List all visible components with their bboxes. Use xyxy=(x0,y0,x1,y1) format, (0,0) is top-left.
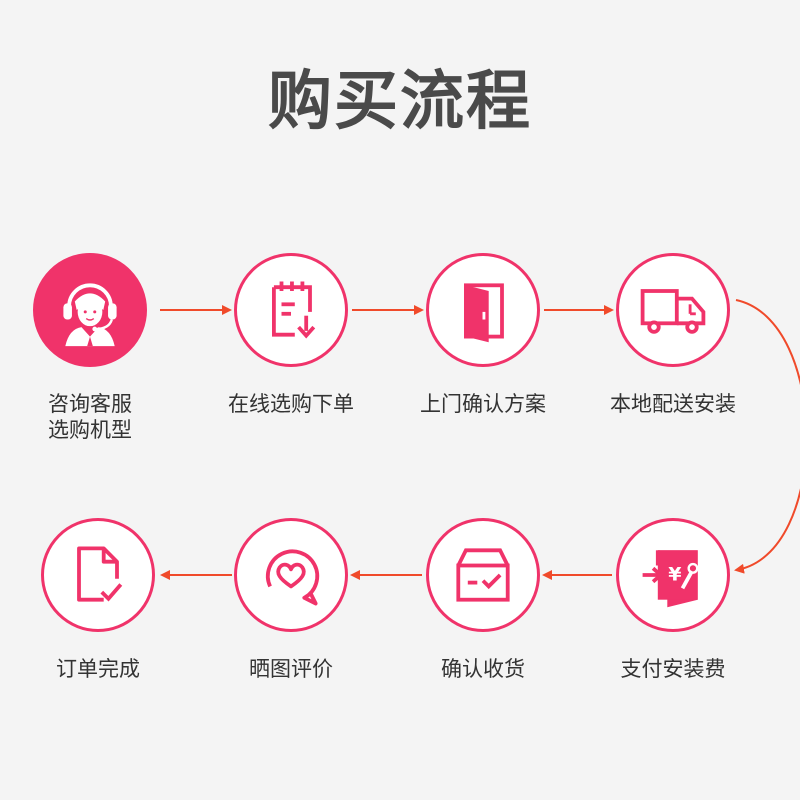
step-label: 订单完成 xyxy=(56,657,140,681)
step-consult: 咨询客服 选购机型 xyxy=(5,253,175,443)
step-circle xyxy=(33,253,147,367)
page-title: 购买流程 xyxy=(268,65,532,139)
step-circle xyxy=(234,518,348,632)
svg-text:¥: ¥ xyxy=(668,564,681,586)
step-label: 支付安装费 xyxy=(620,657,726,681)
payment-wrench-icon: ¥ xyxy=(642,550,699,608)
arrow-4-5 xyxy=(734,299,800,574)
step-receipt: 确认收货 xyxy=(398,518,568,682)
clipboard-download-icon xyxy=(272,281,316,339)
step-label: 确认收货 xyxy=(441,657,525,681)
heart-chat-icon xyxy=(265,549,320,606)
document-check-icon xyxy=(77,546,123,602)
step-label: 本地配送安装 xyxy=(610,392,736,416)
step-circle xyxy=(41,518,155,632)
door-icon xyxy=(464,283,504,343)
box-check-icon xyxy=(456,548,510,602)
step-label: 上门确认方案 xyxy=(420,392,546,416)
step-review: 晒图评价 xyxy=(206,518,376,682)
step-label: 晒图评价 xyxy=(249,657,333,681)
step-label: 咨询客服 选购机型 xyxy=(48,392,132,442)
step-circle xyxy=(426,518,540,632)
step-order: 在线选购下单 xyxy=(206,253,376,417)
step-delivery: 本地配送安装 xyxy=(588,253,758,417)
step-payment: ¥ 支付安装费 xyxy=(588,518,758,682)
step-circle xyxy=(234,253,348,367)
customer-service-icon xyxy=(63,283,117,347)
step-circle xyxy=(616,253,730,367)
step-circle: ¥ xyxy=(616,518,730,632)
step-complete: 订单完成 xyxy=(13,518,183,682)
step-label: 在线选购下单 xyxy=(228,392,354,416)
step-circle xyxy=(426,253,540,367)
delivery-truck-icon xyxy=(640,289,706,334)
step-onsite: 上门确认方案 xyxy=(398,253,568,417)
